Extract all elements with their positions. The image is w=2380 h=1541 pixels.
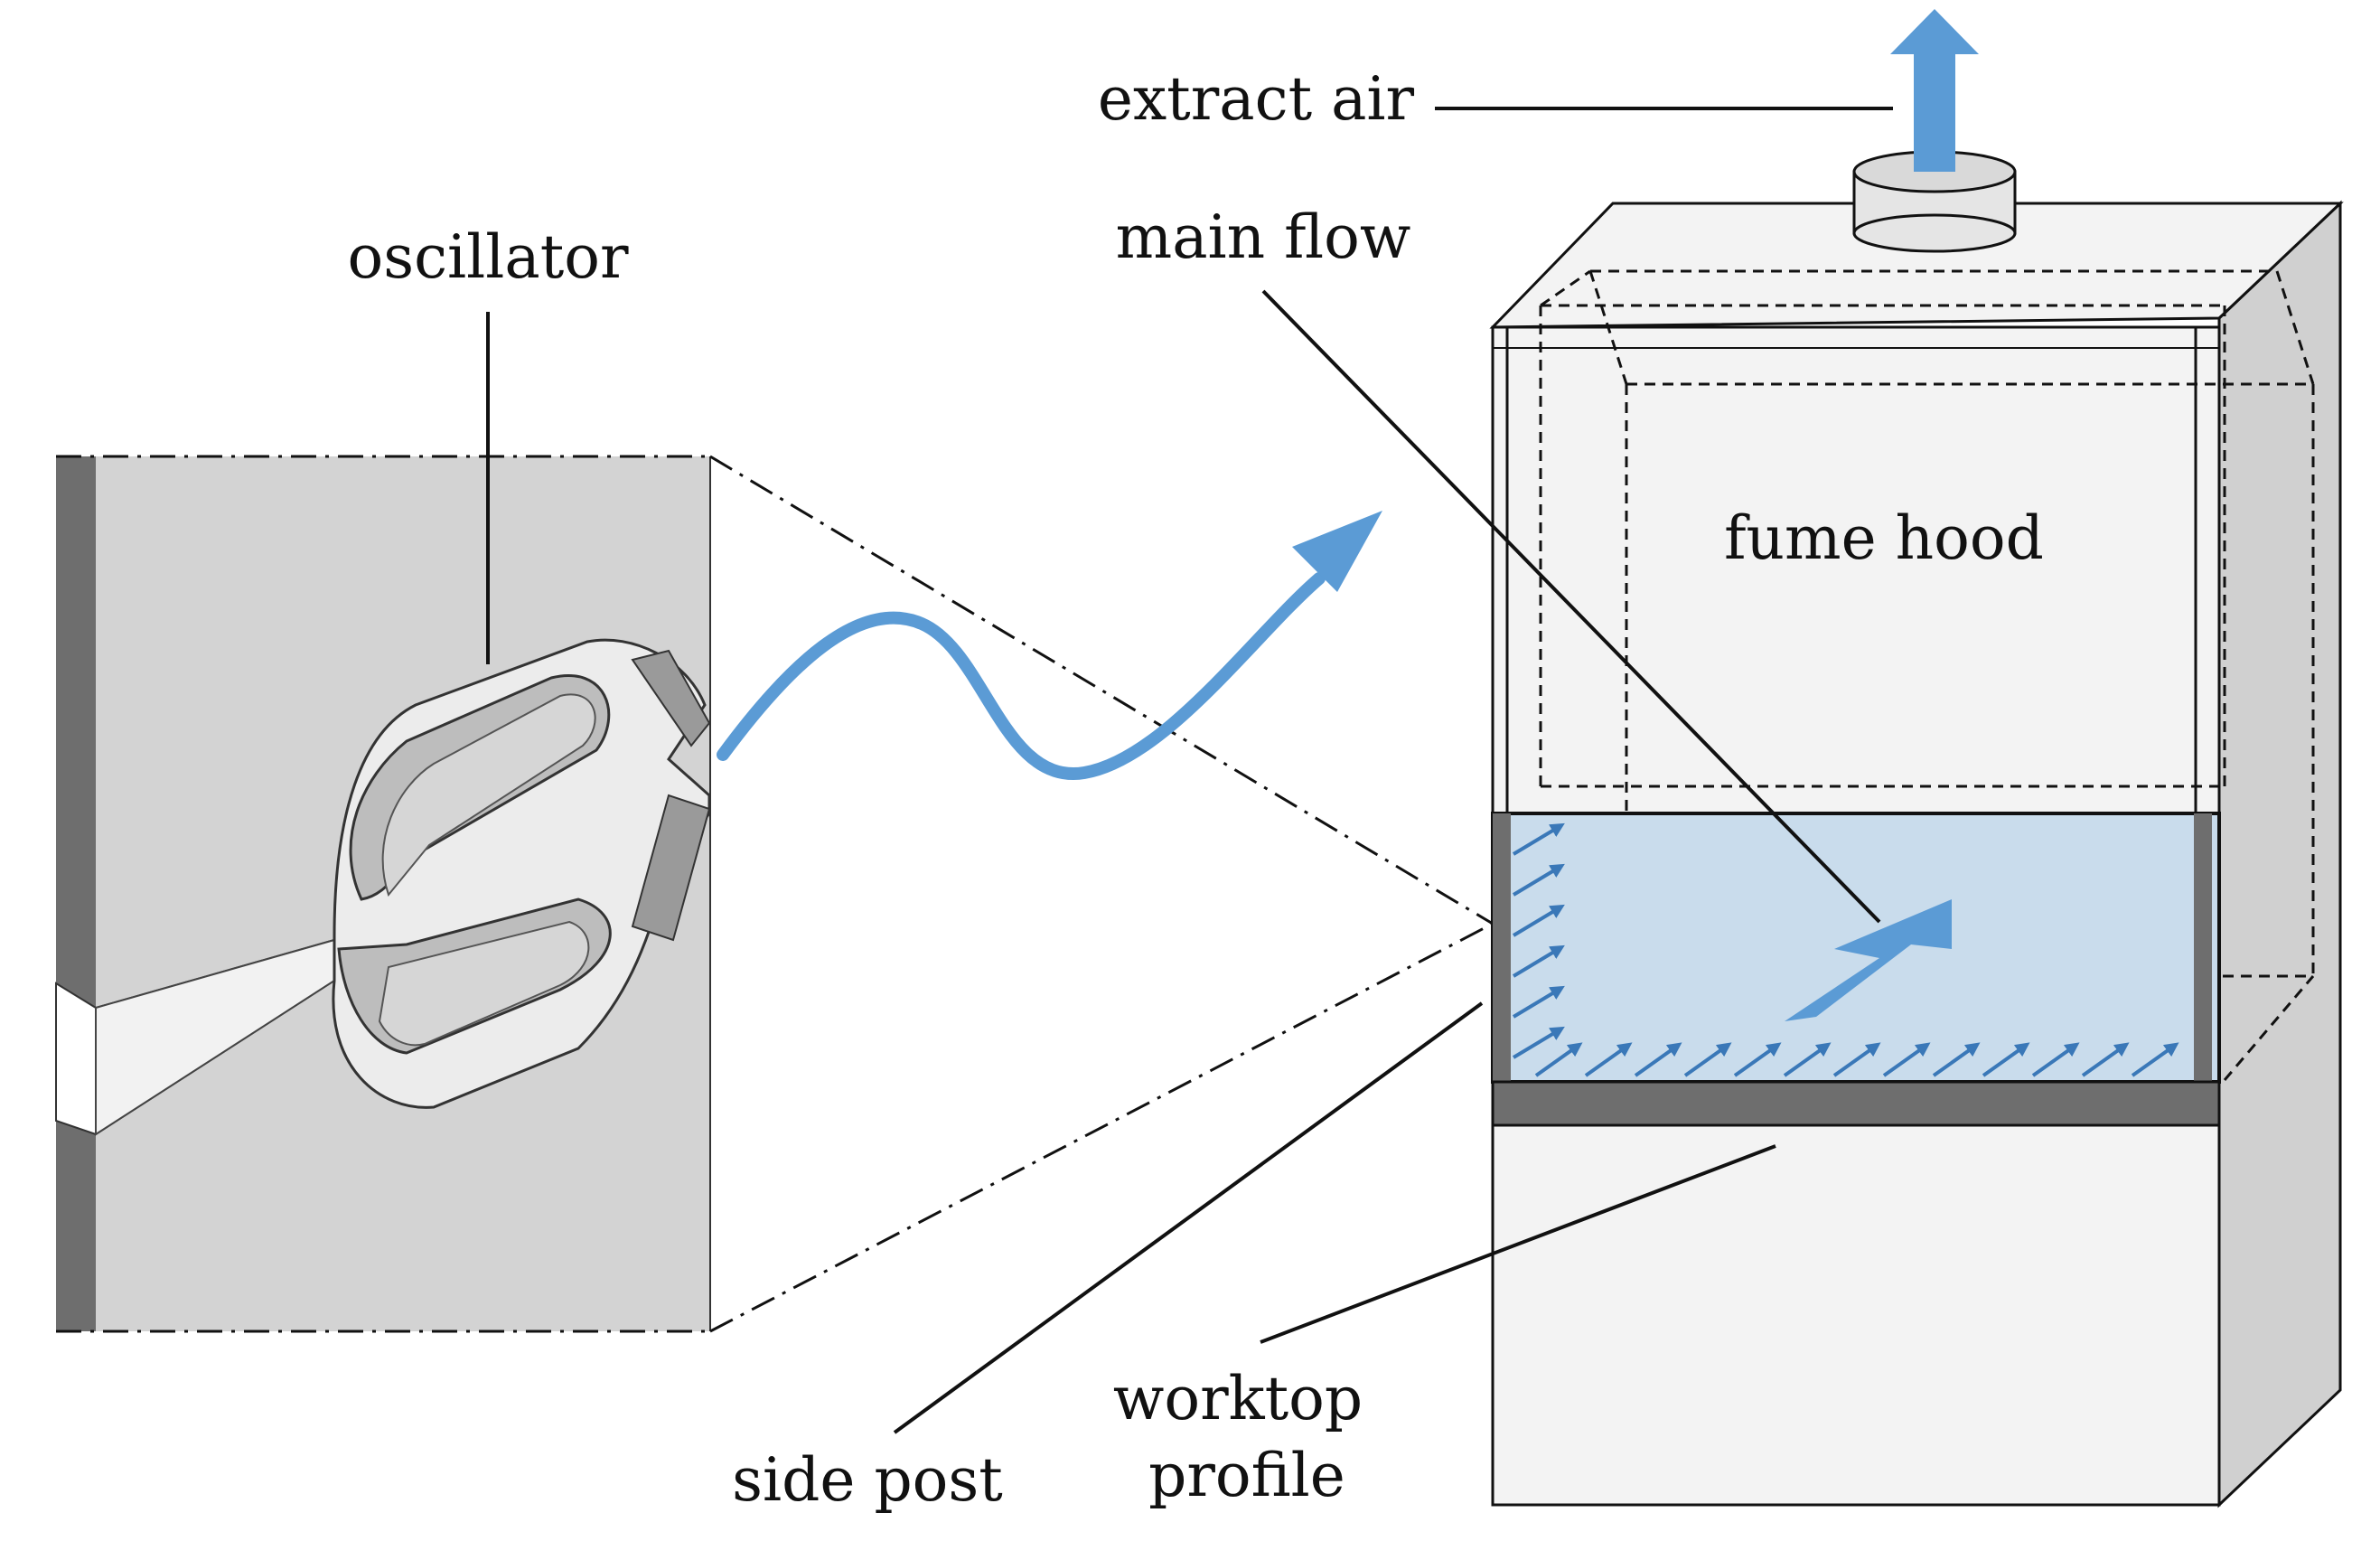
hood-side-face	[2217, 200, 2342, 1508]
fume-hood-label: fume hood	[1724, 503, 2044, 573]
zoom-line-bottom	[709, 922, 1494, 1333]
worktop-jet-arrows	[1534, 1042, 2179, 1077]
worktop-profile-leader	[1260, 1144, 1776, 1344]
side-post-right	[2194, 813, 2212, 1082]
oscillator-label: oscillator	[347, 222, 629, 292]
arrow-up-icon	[1890, 9, 1979, 172]
fluidic-oscillator-icon	[332, 638, 711, 1109]
arrow-diagonal-icon	[1785, 899, 1952, 1021]
fume-hood	[1489, 9, 2344, 1508]
worktop-profile-label-line1: worktop	[1113, 1364, 1363, 1433]
wavy-arrow-icon	[717, 511, 1382, 781]
hood-top-face	[1489, 202, 2344, 329]
main-flow-leader	[1261, 289, 1881, 924]
extract-air-label: extract air	[1098, 64, 1415, 134]
side-post-jet-arrows	[1512, 822, 1565, 1059]
panel-side-strip	[56, 456, 96, 1331]
oscillator-detail-panel	[55, 455, 1494, 1333]
side-post-leader	[893, 1001, 1484, 1434]
main-flow-label: main flow	[1116, 202, 1411, 272]
side-post-left	[1493, 813, 1511, 1082]
worktop-profile-bar	[1491, 1080, 2221, 1127]
zoom-line-top	[709, 455, 1494, 926]
worktop-profile-label-line2: profile	[1148, 1441, 1345, 1510]
side-post-label: side post	[732, 1445, 1003, 1515]
